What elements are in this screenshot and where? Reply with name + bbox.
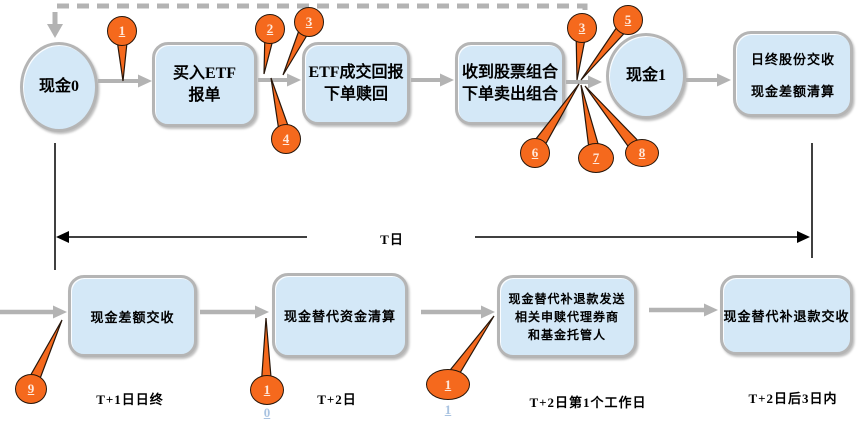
node-eod-settlement-line1: 日终股份交收 [750,51,835,67]
node-cash-substitute-clearing: 现金替代资金清算 [272,273,408,358]
callout-3: 3 [294,7,324,37]
callout-10-number: 1 [263,382,271,397]
timeline-arrowheads [56,231,810,243]
callout-8: 8 [625,139,659,167]
callout-tails [24,20,647,393]
node-refund-send: 现金替代补退款发送 相关申赎代理券商 和基金托管人 [497,275,637,358]
callout-4: 4 [271,124,301,154]
bottom-flow-arrowheads [53,303,718,319]
callout-3b-number: 3 [578,20,586,35]
callout-4-number: 4 [282,131,290,146]
callout-8-number: 8 [638,145,646,160]
node-cash-diff-settle-label: 现金差额交收 [90,309,175,325]
bottom-flow-arrows [0,307,705,315]
callout-10-wrapped-digit: 0 [263,405,271,420]
node-cash1-label: 现金1 [625,67,666,85]
node-refund-send-line1: 现金替代补退款发送 [508,291,626,306]
node-refund-settle: 现金替代补退款交收 [720,275,853,355]
node-refund-send-line3: 和基金托管人 [527,327,606,342]
node-receive-basket-sell: 收到股票组合 下单卖出组合 [455,42,565,125]
callout-11-number: 1 [444,376,452,392]
node-cash-substitute-clearing-label: 现金替代资金清算 [283,309,396,324]
node-receive-basket-sell-line2: 下单卖出组合 [461,85,558,103]
callout-7-number: 7 [592,150,600,165]
callout-6: 6 [520,138,550,168]
callout-10: 1 [250,375,284,405]
node-etf-fill-redeem: ETF成交回报 下单赎回 [302,42,410,125]
node-etf-fill-redeem-line2: 下单赎回 [323,85,388,103]
callout-11-wrapped-digit: 1 [444,402,452,417]
top-flow-arrows [98,78,718,84]
callout-11: 1 [426,369,470,400]
node-cash1: 现金1 [606,33,686,119]
node-refund-send-line2: 相关申赎代理券商 [514,309,619,324]
dashed-feedback-arrowhead-icon [47,24,63,38]
node-receive-basket-sell-line1: 收到股票组合 [461,63,558,81]
callout-1-number: 1 [118,23,126,38]
callout-9: 9 [15,374,47,404]
node-cash-diff-settle: 现金差额交收 [68,275,197,357]
callout-6-number: 6 [531,145,539,160]
stage-label-t1-eod: T+1日日终 [96,392,164,407]
timeline-lines [54,143,813,270]
top-flow-arrowheads [138,73,731,89]
node-eod-settlement-line2: 现金差额清算 [750,83,835,99]
stage-label-t2-within-3days: T+2日后3日内 [748,391,838,406]
node-buy-etf-order-line2: 报单 [188,86,221,104]
callout-3b: 3 [567,13,597,43]
stage-label-t2: T+2日 [317,392,357,407]
callout-2-number: 2 [266,21,274,36]
callout-5-number: 5 [624,12,632,27]
callout-7: 7 [578,143,614,173]
callout-9-number: 9 [27,381,35,396]
node-etf-fill-redeem-line1: ETF成交回报 [308,63,404,81]
node-cash0: 现金0 [20,42,98,132]
node-eod-settlement: 日终股份交收 现金差额清算 [733,31,853,117]
timeline-t-day-label: T日 [368,229,416,248]
callout-5: 5 [613,5,643,35]
callout-2: 2 [255,14,285,44]
node-buy-etf-order: 买入ETF 报单 [152,42,257,127]
node-buy-etf-order-line1: 买入ETF [172,64,237,82]
node-refund-settle-label: 现金替代补退款交收 [723,308,850,324]
callout-3-number: 3 [305,14,313,29]
stage-label-t2-first-workday: T+2日第1个工作日 [529,395,647,410]
callout-1: 1 [107,16,137,46]
node-cash0-label: 现金0 [38,78,79,96]
